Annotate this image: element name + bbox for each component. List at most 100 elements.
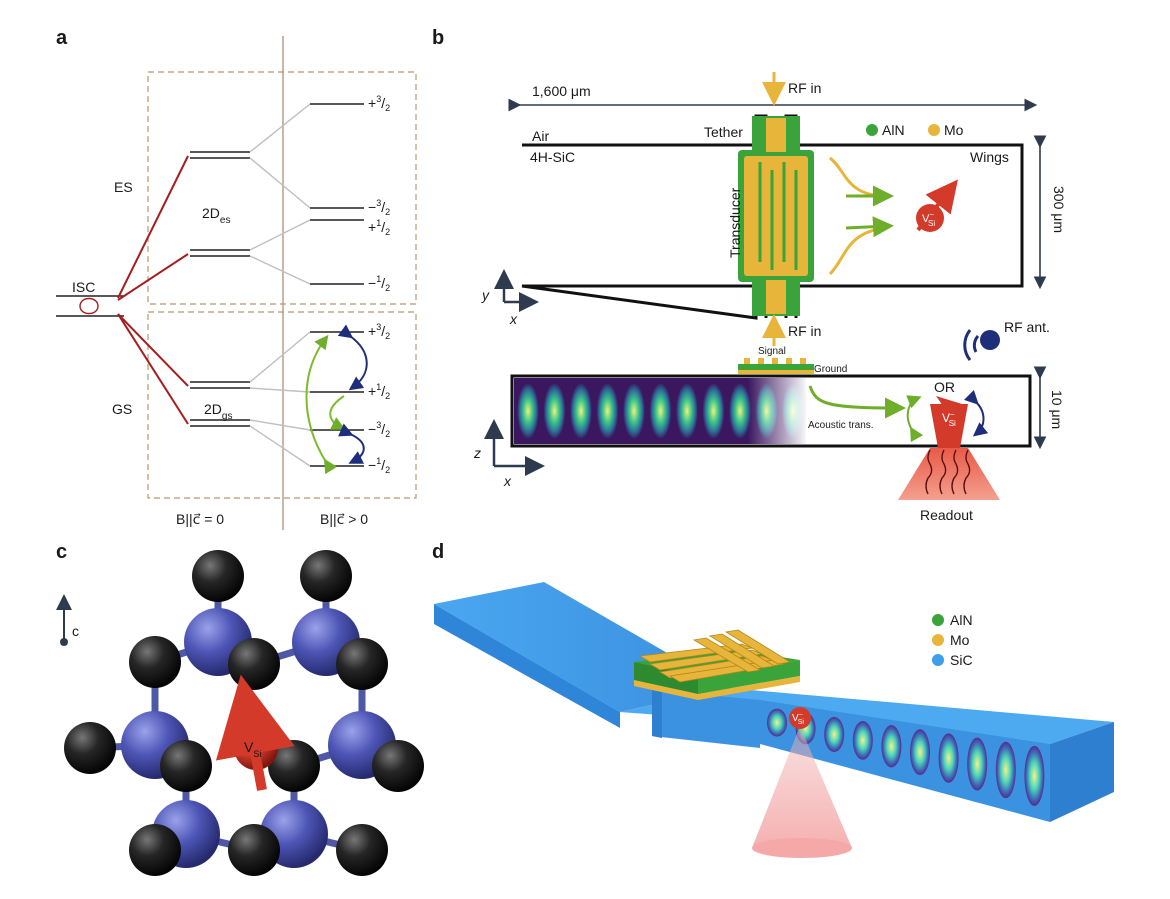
mode-lobe xyxy=(676,383,698,439)
rf-in-bottom-label: RF in xyxy=(788,323,821,339)
carbon-atom xyxy=(300,550,352,602)
mo-fingers-d xyxy=(638,629,792,683)
carbon-atom xyxy=(160,740,212,792)
es-label: ES xyxy=(114,179,133,195)
gs-label: GS xyxy=(112,401,132,417)
carbon-atom xyxy=(228,824,280,876)
acoustic-wave-arrow-upper xyxy=(829,156,887,198)
svg-text:+1/2: +1/2 xyxy=(368,382,390,401)
width-label: 1,600 μm xyxy=(532,83,591,99)
mode-lobe xyxy=(543,383,566,439)
wings-label: Wings xyxy=(970,149,1009,165)
svg-text:−1/2: −1/2 xyxy=(368,274,390,293)
vsi-c-label: VSi xyxy=(244,739,261,759)
mode-lobe-d xyxy=(1024,745,1045,806)
mo-transducer-pad xyxy=(744,156,808,276)
acoustic-modes-d xyxy=(767,708,1045,806)
panel-b: b 1,600 μm RF in Transducer Air 4H-SiC T… xyxy=(432,27,1067,523)
acoustic-wave-arrow-lower xyxy=(828,226,887,276)
carbon-atom xyxy=(336,638,388,690)
vsi-defect-d xyxy=(789,707,811,729)
legend-d-sic: SiC xyxy=(950,652,973,668)
panel-b-label: b xyxy=(432,27,444,49)
panel-d: d V−Si xyxy=(432,541,1114,858)
mo-interdigitated-fingers xyxy=(758,162,798,270)
navy-transition-arrow-upper xyxy=(337,324,368,391)
gs-spin-labels: +3/2 +1/2 −3/2 −1/2 xyxy=(368,322,390,475)
svg-text:+3/2: +3/2 xyxy=(368,94,390,113)
svg-text:−1/2: −1/2 xyxy=(368,456,390,475)
axis-bottom-x: x xyxy=(503,473,512,489)
gs-zeeman-connectors xyxy=(249,331,311,467)
mode-lobe-d xyxy=(767,708,787,737)
signal-electrodes xyxy=(738,358,814,374)
field-pos-label: B||c⃗ > 0 xyxy=(320,511,368,527)
svg-text:+1/2: +1/2 xyxy=(368,218,390,237)
vsi-d-label: V−Si xyxy=(792,712,804,726)
mode-lobe xyxy=(596,383,619,439)
d-es-label: 2Des xyxy=(202,205,230,226)
or-label: OR xyxy=(934,379,955,395)
sic-beam-side xyxy=(1050,722,1114,822)
gs-zero-field-levels xyxy=(190,381,250,427)
legend-mo-label: Mo xyxy=(944,122,964,138)
navy-transition-arrow-lower xyxy=(338,423,365,464)
es-zero-field-levels xyxy=(190,151,250,257)
height-label: 300 μm xyxy=(1051,186,1067,233)
mode-lobe-d xyxy=(824,716,845,752)
ground-electrode xyxy=(738,364,814,370)
legend-d-sic-dot xyxy=(932,654,944,666)
gs-dashed-box xyxy=(147,311,417,499)
readout-cone xyxy=(898,448,1000,500)
vsi-top-label: V−Si xyxy=(922,210,935,228)
sic-label: 4H-SiC xyxy=(530,149,575,165)
mode-lobe xyxy=(649,383,672,439)
ground-label: Ground xyxy=(814,364,847,375)
legend-d-aln: AlN xyxy=(950,612,973,628)
carbon-atom xyxy=(336,824,388,876)
carbon-atom xyxy=(129,824,181,876)
panel-c: c c VSi xyxy=(56,541,424,876)
legend-d-mo: Mo xyxy=(950,632,970,648)
svg-text:−3/2: −3/2 xyxy=(368,198,390,217)
es-dashed-box xyxy=(147,71,417,305)
rf-antenna-icon xyxy=(980,330,1000,350)
photon-emission-lines xyxy=(925,449,971,495)
air-label: Air xyxy=(532,128,549,144)
es-spin-labels: +3/2 −3/2 +1/2 −1/2 xyxy=(368,94,390,293)
mode-lobe-d xyxy=(852,721,873,760)
carbon-atom xyxy=(64,722,116,774)
legend-aln-dot xyxy=(866,124,878,136)
mode-lobe-d xyxy=(967,737,988,791)
legend-mo-dot xyxy=(928,124,940,136)
panel-d-label: d xyxy=(432,541,444,563)
optical-transitions xyxy=(117,155,189,425)
svg-text:−3/2: −3/2 xyxy=(368,420,390,439)
mode-lobe-d xyxy=(881,725,902,768)
mode-lobe-d xyxy=(995,741,1016,799)
legend-d-mo-dot xyxy=(932,634,944,646)
mode-lobe xyxy=(570,383,592,439)
rf-antenna-label: RF ant. xyxy=(1004,319,1050,335)
crystal-atoms xyxy=(64,550,424,876)
signal-label: Signal xyxy=(758,346,786,357)
acoustic-transmission-arrow xyxy=(808,385,906,419)
green-transition-arrow-outer xyxy=(305,334,338,475)
mode-lobe-d xyxy=(910,729,930,776)
vsi-bottom-label: V−Si xyxy=(942,410,956,428)
es-split-levels xyxy=(310,103,364,285)
mode-lobe xyxy=(729,383,751,439)
axis-top-y: y xyxy=(481,287,490,303)
panel-c-label: c xyxy=(56,541,67,563)
mode-lobe xyxy=(623,383,645,439)
rf-in-top-label: RF in xyxy=(788,80,821,96)
mode-lobe xyxy=(702,383,725,439)
legend-d-aln-dot xyxy=(932,614,944,626)
axis-bottom-z: z xyxy=(473,445,481,461)
field-zero-label: B||c⃗ = 0 xyxy=(176,511,224,527)
or-defect-body xyxy=(930,404,968,448)
axis-top-x: x xyxy=(509,311,518,327)
es-zeeman-connectors xyxy=(249,103,311,285)
legend-aln-label: AlN xyxy=(882,122,905,138)
